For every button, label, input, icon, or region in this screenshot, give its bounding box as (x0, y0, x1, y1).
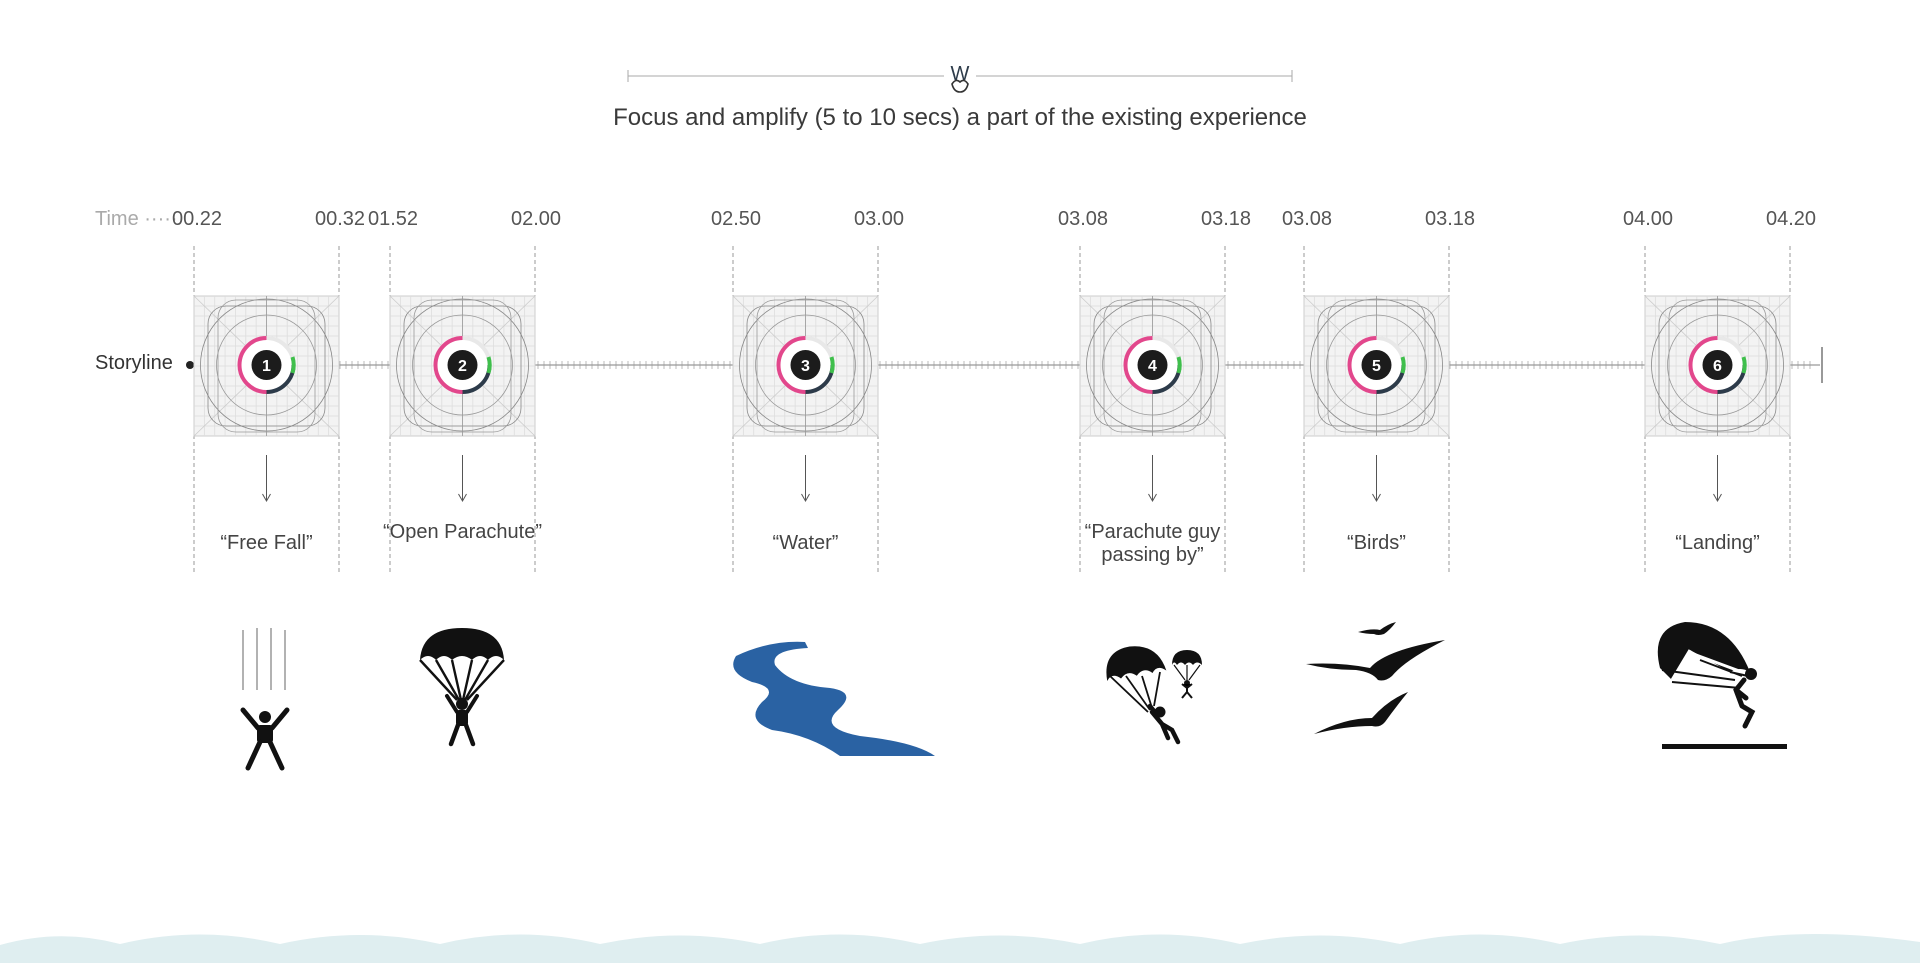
segment-start-time: 02.50 (711, 208, 762, 230)
segment-end-time: 02.00 (511, 208, 562, 230)
footer-wave (0, 933, 1920, 963)
segment-start-time: 04.00 (1623, 208, 1674, 230)
segment-caption: “Birds” (1347, 532, 1406, 554)
segment-caption: “Parachute guy passing by” (1084, 521, 1221, 566)
segment-start-time: 03.08 (1058, 208, 1109, 230)
open-parachute-icon (419, 628, 505, 747)
storyline-segment-4: 4 (1079, 246, 1226, 572)
segment-number: 3 (801, 358, 810, 375)
storyline-segment-1: 1 (193, 246, 340, 572)
segment-badge: 6 (1688, 336, 1747, 394)
storyline-segment-2: 2 (389, 246, 536, 572)
storyline-label: Storyline (95, 352, 173, 374)
page-subtitle: Focus and amplify (5 to 10 secs) a part … (613, 104, 1307, 131)
segment-badge: 3 (776, 336, 835, 394)
time-axis-label: Time ····· (95, 208, 178, 230)
segment-badge: 5 (1347, 336, 1406, 394)
segment-start-time: 03.08 (1282, 208, 1333, 230)
segment-badge: 2 (433, 336, 492, 394)
segment-number: 5 (1372, 358, 1381, 375)
storyline-segment-3: 3 (732, 246, 879, 572)
segment-caption: “Landing” (1675, 532, 1760, 554)
river-icon (733, 641, 935, 756)
logo-icon: W (944, 62, 976, 94)
segment-end-time: 04.20 (1766, 208, 1817, 230)
free-fall-icon (240, 628, 290, 771)
segment-start-time: 01.52 (368, 208, 419, 230)
segment-end-time: 03.18 (1201, 208, 1252, 230)
segment-number: 1 (262, 358, 271, 375)
parachutists-icon (1106, 646, 1202, 745)
logo-letter: W (951, 63, 970, 85)
segment-end-time: 03.18 (1425, 208, 1476, 230)
segment-start-time: 00.22 (172, 208, 223, 230)
keyline-grid (389, 295, 536, 437)
segment-badge: 4 (1123, 336, 1182, 394)
segment-caption: “Free Fall” (220, 532, 313, 554)
segment-caption: “Water” (772, 532, 839, 554)
header-ruler: W (627, 62, 1293, 94)
segment-number: 4 (1148, 358, 1157, 375)
segment-badge: 1 (237, 336, 296, 394)
segment-end-time: 00.32 (315, 208, 366, 230)
segment-number: 6 (1713, 358, 1722, 375)
storyline-start-dot (186, 361, 194, 369)
segment-number: 2 (458, 358, 467, 375)
storyline-segment-6: 6 (1644, 246, 1791, 572)
segment-caption: “Open Parachute” (383, 521, 542, 543)
landing-icon (1657, 622, 1787, 749)
storyline-segment-5: 5 (1303, 246, 1450, 572)
birds-icon (1306, 622, 1445, 734)
segment-end-time: 03.00 (854, 208, 905, 230)
